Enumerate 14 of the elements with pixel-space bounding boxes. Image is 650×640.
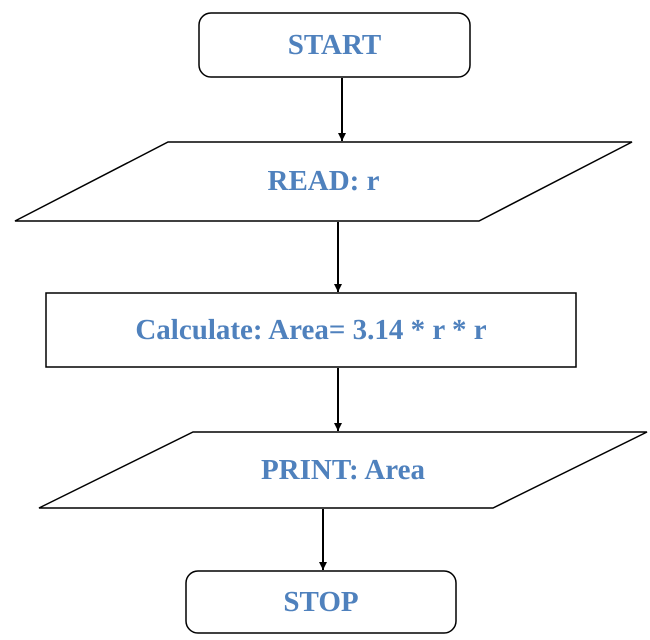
arrow: [338, 78, 346, 141]
terminal-box: [198, 12, 471, 78]
input-output-parallelogram: [38, 431, 648, 509]
arrow: [334, 368, 342, 431]
node-label: PRINT: Area: [260, 454, 426, 486]
process-box: [45, 292, 577, 368]
arrow: [319, 509, 327, 570]
node-label: Calculate: Area= 3.14 * r * r: [135, 314, 487, 346]
arrow: [334, 222, 342, 292]
terminal-box: [185, 570, 457, 634]
node-label: START: [288, 28, 382, 62]
node-label: READ: r: [268, 165, 380, 198]
node-label: STOP: [283, 586, 359, 618]
input-output-parallelogram: [14, 141, 633, 222]
